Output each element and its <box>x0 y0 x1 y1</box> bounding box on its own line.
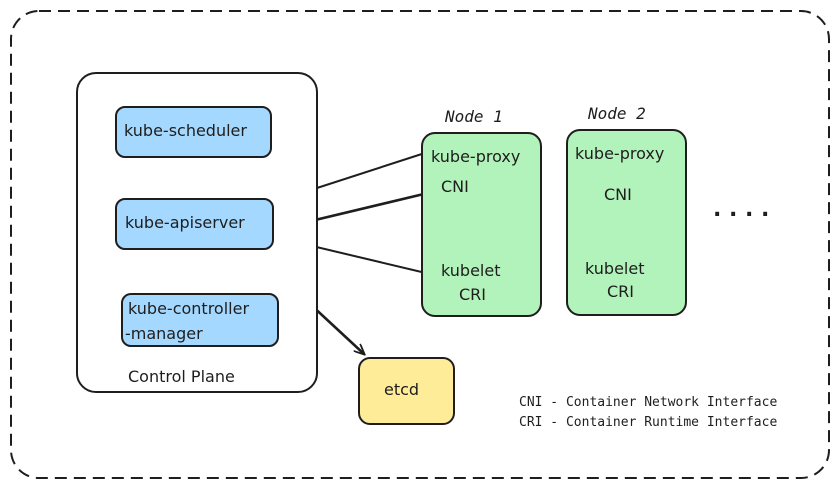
node-1-kube-proxy: kube-proxy <box>431 147 521 166</box>
kube-controller-manager-box <box>121 293 279 347</box>
node-2-cni: CNI <box>604 185 632 204</box>
kube-scheduler-label: kube-scheduler <box>124 121 247 140</box>
legend-cni: CNI - Container Network Interface <box>519 395 778 410</box>
node-1-title: Node 1 <box>445 107 503 126</box>
node-1-box <box>421 132 542 317</box>
kube-controller-manager-label-line1: kube-controller <box>128 299 250 318</box>
etcd-label: etcd <box>384 380 420 399</box>
more-nodes-ellipsis: . . . . <box>713 197 770 222</box>
legend-cri: CRI - Container Runtime Interface <box>519 415 778 430</box>
node-1-kubelet: kubelet <box>441 261 501 280</box>
node-2-box <box>566 129 687 316</box>
node-2-kubelet: kubelet <box>585 259 645 278</box>
kube-controller-manager-label-line2: -manager <box>125 324 203 343</box>
kube-apiserver-box <box>115 198 274 250</box>
node-2-cri: CRI <box>607 282 635 301</box>
node-1-cni: CNI <box>441 177 469 196</box>
control-plane-label: Control Plane <box>128 367 235 386</box>
node-1-cri: CRI <box>459 285 487 304</box>
kube-apiserver-label: kube-apiserver <box>125 213 245 232</box>
cluster-frame <box>10 10 830 479</box>
etcd-box <box>358 357 455 425</box>
node-2-title: Node 2 <box>588 104 646 123</box>
node-2-kube-proxy: kube-proxy <box>575 144 665 163</box>
kube-scheduler-box <box>115 106 272 158</box>
